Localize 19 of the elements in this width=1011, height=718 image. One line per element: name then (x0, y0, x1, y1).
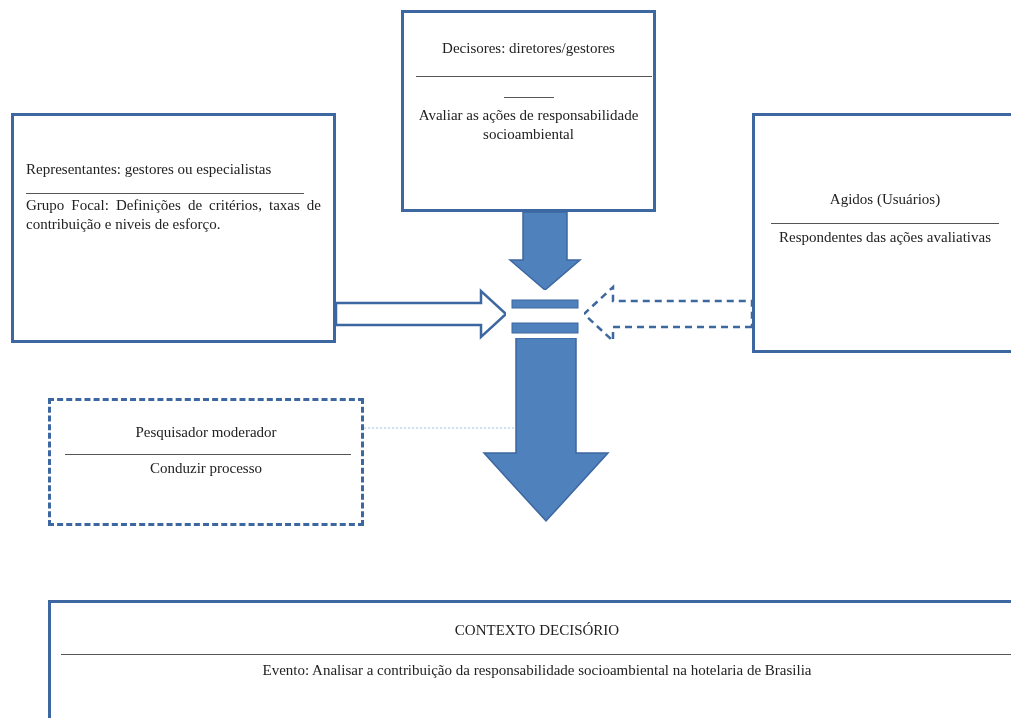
role-title: Agidos (Usuários) (828, 190, 942, 209)
role-box (752, 113, 1011, 353)
role-description: Avaliar as ações de responsabilidade socioambiental (417, 105, 640, 144)
dashed-role-box (48, 398, 364, 526)
role-description: Conduzir processo (148, 458, 264, 478)
role-box (11, 113, 336, 343)
block-arrow (507, 211, 583, 291)
role-description: Respondentes das ações avaliativas (778, 227, 992, 247)
connector-line (363, 427, 517, 429)
role-title: Pesquisador moderador (134, 423, 278, 442)
role-box (48, 600, 1011, 718)
role-title: CONTEXTO DECISÓRIO (453, 621, 621, 640)
block-arrow (482, 337, 610, 523)
role-box (401, 10, 656, 212)
outline-arrow (334, 288, 508, 340)
role-description: Evento: Analisar a contribuição da responsabilidade socioambiental na hotelaria de Brasilia (261, 660, 813, 680)
role-title: Representantes: gestores ou especialistas (26, 160, 273, 179)
role-description: Grupo Focal: Definições de critérios, taxas de contribuição e niveis de esforço. (26, 195, 321, 234)
role-title: Decisores: diretores/gestores (441, 39, 616, 58)
